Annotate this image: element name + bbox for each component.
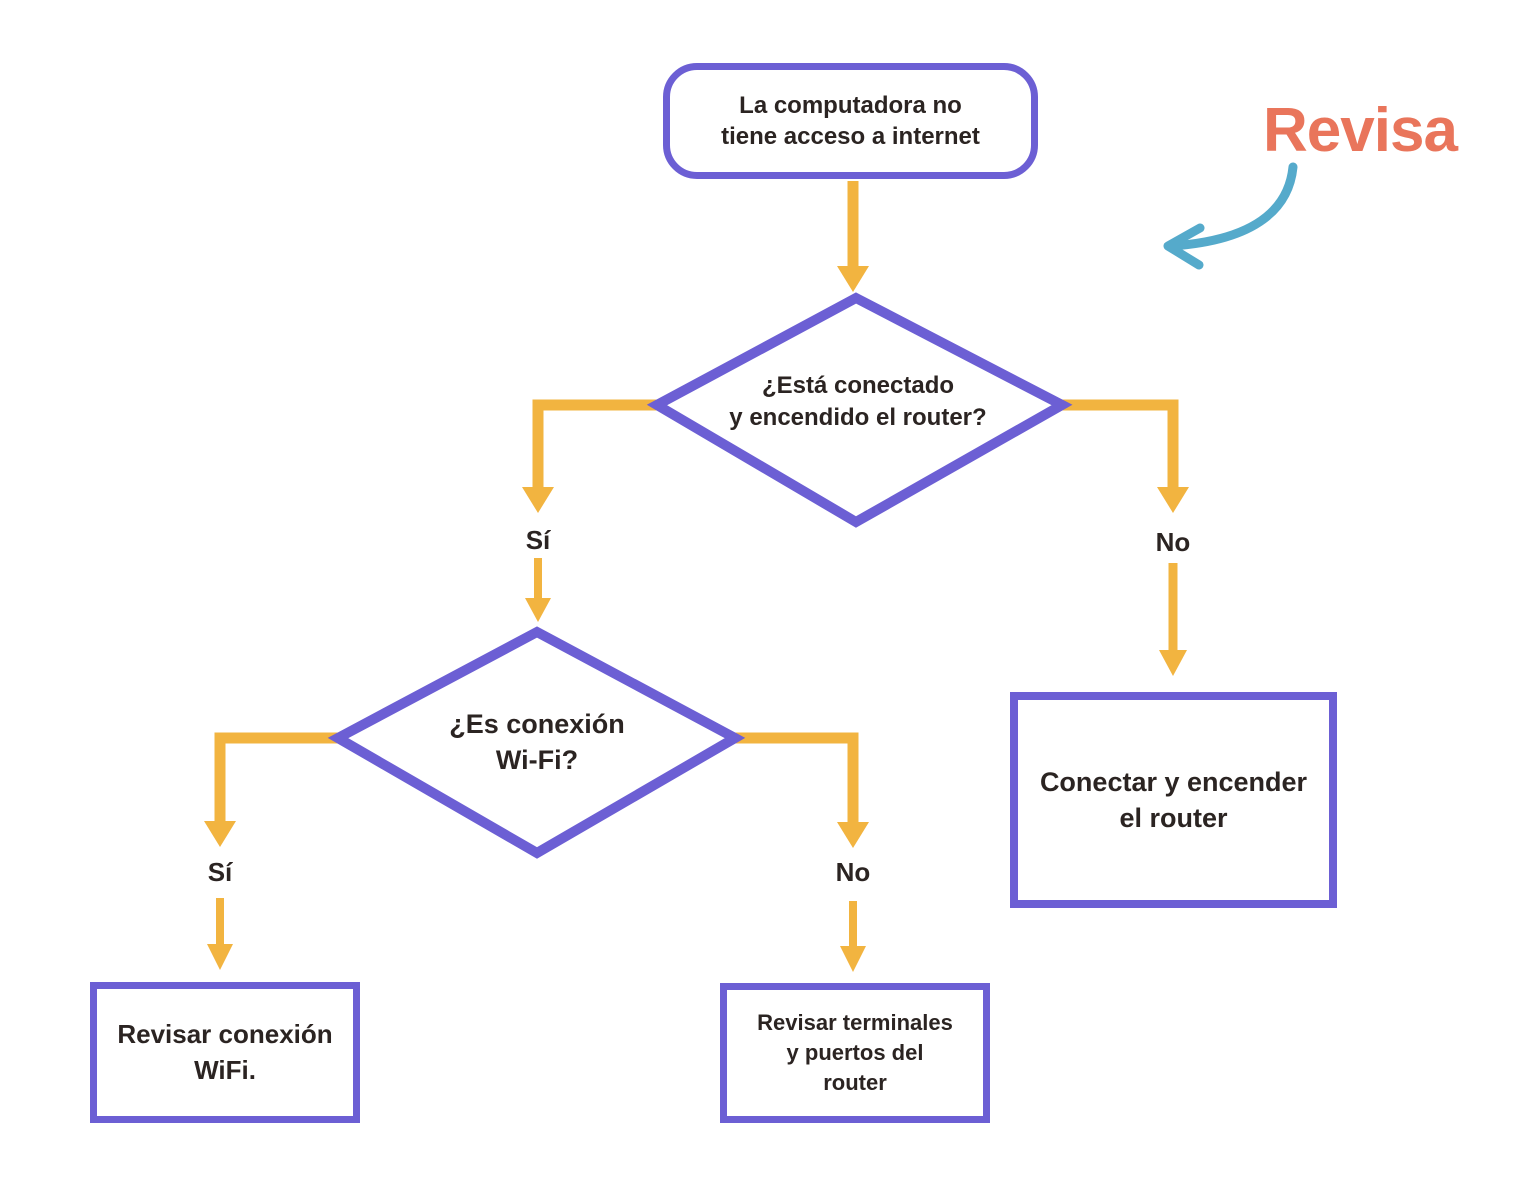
arrow-router-no-branch [1060,399,1189,513]
arrowhead-icon [1159,650,1187,676]
arrow-yes-to-check-wifi [207,898,233,970]
arrowhead-icon [840,946,866,972]
router-decision-label: ¿Está conectado y encendido el router? [729,371,987,431]
wifi-decision-node [327,626,746,859]
router-decision-node [646,292,1073,528]
arrowhead-icon [525,598,551,622]
arrow-no-to-check-ports [840,901,866,972]
arrowhead-icon [1157,487,1189,513]
arrow-router-yes-branch [522,399,657,513]
arrow-wifi-no-branch [735,732,869,848]
wifi-decision-label: ¿Es conexión Wi-Fi? [449,708,625,775]
arrow-wifi-yes-branch [204,732,338,847]
start-node: La computadora no tiene acceso a interne… [663,63,1038,179]
check-wifi-label: Revisar conexión WiFi. [117,1019,333,1085]
router-no-edge-label: No [1155,526,1191,557]
check-wifi-node: Revisar conexión WiFi. [90,982,360,1123]
annotation-curved-arrow-icon [1163,162,1298,270]
arrowhead-icon [522,487,554,513]
connect-router-node: Conectar y encender el router [1010,692,1337,908]
connect-router-label: Conectar y encender el router [1039,766,1308,833]
annotation-text: Revisa [1263,95,1458,165]
arrow-yes-to-wifi-decision [525,558,551,622]
router-yes-edge-label: Sí [525,524,551,555]
arrowhead-icon [837,822,869,848]
arrow-no-to-connect-router [1159,563,1187,676]
wifi-yes-edge-label: Sí [207,856,233,887]
arrowhead-icon [207,944,233,970]
check-ports-node: Revisar terminales y puertos del router [720,983,990,1123]
wifi-no-edge-label: No [835,856,871,887]
check-ports-label: Revisar terminales y puertos del router [757,1010,953,1095]
start-node-label: La computadora no tiene acceso a interne… [721,91,980,150]
arrowhead-icon [204,821,236,847]
arrow-start-to-router [837,181,869,292]
arrowhead-icon [837,266,869,292]
